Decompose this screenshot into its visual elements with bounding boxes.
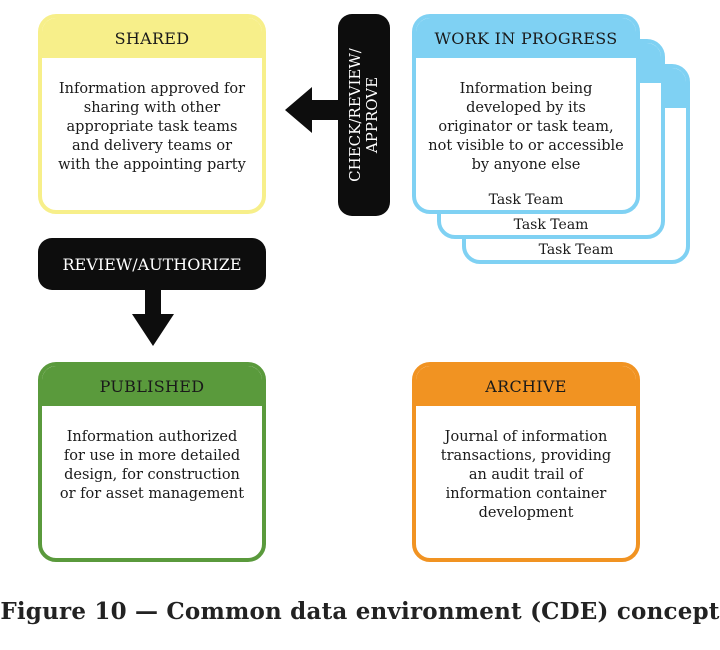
task-team-label-3: Task Team: [538, 242, 614, 258]
arrow-down-icon: [132, 290, 174, 346]
shared-description: Information approved for sharing with ot…: [58, 81, 246, 173]
figure-caption: Figure 10 — Common data environment (CDE…: [0, 598, 720, 625]
task-team-label-2: Task Team: [513, 217, 589, 233]
published-box: PUBLISHED Information authorized for use…: [38, 362, 266, 562]
published-description: Information authorized for use in more d…: [59, 429, 245, 502]
check-review-approve-pill: CHECK/REVIEW/ APPROVE: [338, 14, 390, 216]
shared-box: SHARED Information approved for sharing …: [38, 14, 266, 214]
archive-title: ARCHIVE: [416, 366, 636, 406]
check-review-approve-label: CHECK/REVIEW/ APPROVE: [346, 48, 381, 182]
shared-title: SHARED: [42, 18, 262, 58]
archive-description: Journal of information transactions, pro…: [440, 429, 612, 521]
wip-title: WORK IN PROGRESS: [416, 18, 636, 58]
published-title: PUBLISHED: [42, 366, 262, 406]
task-team-label-1: Task Team: [488, 192, 564, 208]
wip-box-front: WORK IN PROGRESS Information being devel…: [412, 14, 640, 214]
archive-box: ARCHIVE Journal of information transacti…: [412, 362, 640, 562]
arrow-left-icon: [285, 87, 340, 133]
wip-description: Information being developed by its origi…: [428, 81, 624, 173]
review-authorize-pill: REVIEW/AUTHORIZE: [38, 238, 266, 290]
